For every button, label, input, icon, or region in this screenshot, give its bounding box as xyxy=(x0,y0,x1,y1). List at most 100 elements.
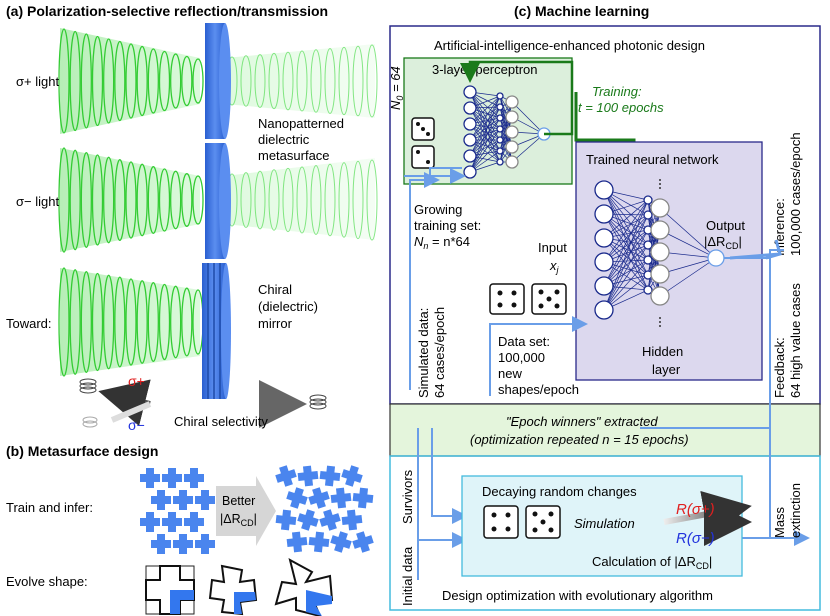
evolutionary-box xyxy=(389,455,821,611)
metasurface-tile xyxy=(308,487,330,509)
metasurface-tile xyxy=(275,465,297,487)
nn-connection xyxy=(469,139,501,173)
beam-ring xyxy=(103,274,115,370)
nn-connection xyxy=(603,214,649,263)
metasurface-tiles-after xyxy=(275,465,374,553)
metasurface-tile xyxy=(286,487,308,509)
beam-ring xyxy=(310,49,322,113)
nn-connection xyxy=(659,257,717,275)
decaying-label: Decaying random changes xyxy=(482,484,637,499)
beam-ring xyxy=(158,283,171,361)
metasurface-tile xyxy=(352,531,374,553)
metasurface-tile xyxy=(319,465,341,487)
beam-ring xyxy=(352,45,364,117)
metasurface-tile xyxy=(341,465,363,487)
metasurface-disk-2 xyxy=(205,143,231,259)
beam-ring xyxy=(170,170,182,230)
nn-connection xyxy=(469,91,501,141)
beam-ring xyxy=(170,53,182,109)
ellipsis-dot xyxy=(659,179,661,181)
nn-node xyxy=(505,140,519,154)
nn-connection xyxy=(469,91,501,130)
nn-node xyxy=(463,101,477,115)
helix-icon-right xyxy=(309,394,327,410)
nn-node xyxy=(650,198,670,218)
nn-connection xyxy=(469,95,501,125)
legend-sigma-plus: σ+ xyxy=(128,373,145,389)
nn-connection xyxy=(603,237,649,291)
r-minus-label: R(σ−) xyxy=(676,530,715,547)
svg-text:metasurface: metasurface xyxy=(258,148,330,163)
dice-icon-6 xyxy=(483,505,519,539)
hidden-label-2: layer xyxy=(652,362,681,377)
chiral-selectivity-legend: σ+ σ− Chiral selectivity xyxy=(79,373,327,433)
metasurface-tile xyxy=(330,531,352,553)
nn-node xyxy=(594,204,614,224)
metasurface-tile xyxy=(162,512,182,532)
nn-node xyxy=(650,286,670,306)
panel-b-title: (b) Metasurface design xyxy=(6,443,158,459)
metasurface-tile xyxy=(195,534,215,554)
beam-ring xyxy=(158,50,171,112)
nn-connection xyxy=(469,128,501,173)
nn-connection xyxy=(469,95,501,157)
mass-extinction-2: extinction xyxy=(788,483,803,538)
svg-text:(dielectric): (dielectric) xyxy=(258,299,318,314)
svg-text:|ΔRCD|: |ΔRCD| xyxy=(220,512,257,528)
nn-node xyxy=(463,149,477,163)
flow-arrows xyxy=(404,167,810,580)
metasurface-tile xyxy=(162,468,182,488)
beam-ring xyxy=(147,166,159,234)
inference-label-2: 100,000 cases/epoch xyxy=(788,132,803,256)
nn-connection xyxy=(469,107,501,163)
beam-ring xyxy=(338,162,350,238)
beam-ring xyxy=(240,172,252,228)
nn-connection xyxy=(499,116,513,163)
output-label: Output xyxy=(706,218,745,233)
nn-node xyxy=(594,300,614,320)
metasurface-tile xyxy=(184,468,204,488)
nn-connection xyxy=(603,214,649,287)
nn-connection xyxy=(603,189,649,261)
metasurface-tile xyxy=(173,490,193,510)
simulation-label: Simulation xyxy=(574,516,635,531)
ellipsis-dot xyxy=(659,187,661,189)
train-infer-label: Train and infer: xyxy=(6,500,93,515)
metasurface-label: Nanopatterned dielectric metasurface xyxy=(258,116,344,163)
ellipsis-dot xyxy=(659,321,661,323)
beam-ring xyxy=(268,52,280,110)
metasurface-tile xyxy=(140,468,160,488)
nn-node xyxy=(496,125,504,133)
dataset-label-2: 100,000 xyxy=(498,350,545,365)
dice-icon-2 xyxy=(411,145,435,169)
nn-connection xyxy=(659,257,717,297)
nn-node xyxy=(594,252,614,272)
nn-node xyxy=(463,85,477,99)
beam-ring xyxy=(147,282,159,362)
beam-ring xyxy=(366,159,378,241)
dataset-label-4: shapes/epoch xyxy=(498,382,579,397)
beam-row-2 xyxy=(58,147,378,253)
beam-ring xyxy=(58,28,70,134)
ellipsis-dot xyxy=(659,325,661,327)
nn-node xyxy=(650,264,670,284)
svg-text:Nanopatterned: Nanopatterned xyxy=(258,116,344,131)
feedback-label-1: Feedback: xyxy=(772,337,787,398)
ai-title: Artificial-intelligence-enhanced photoni… xyxy=(434,38,705,53)
helix-icon-left-bottom xyxy=(82,416,98,428)
metasurface-tile xyxy=(151,490,171,510)
epoch-winners-2: (optimization repeated n = 15 epochs) xyxy=(470,432,689,447)
panel-a-title: (a) Polarization-selective reflection/tr… xyxy=(6,3,328,19)
beam-ring xyxy=(69,30,81,132)
beam-ring xyxy=(268,169,280,231)
nn-node xyxy=(505,95,519,109)
dice-icon-7 xyxy=(525,505,561,539)
nn-connection xyxy=(469,106,501,173)
output-value: |ΔRCD| xyxy=(704,234,742,251)
metasurface-tile xyxy=(173,534,193,554)
nn-connection xyxy=(603,244,649,287)
beam-ring xyxy=(240,55,252,107)
metasurface-tile xyxy=(297,465,319,487)
beam-ring xyxy=(136,163,148,237)
nn-connection xyxy=(603,199,649,263)
